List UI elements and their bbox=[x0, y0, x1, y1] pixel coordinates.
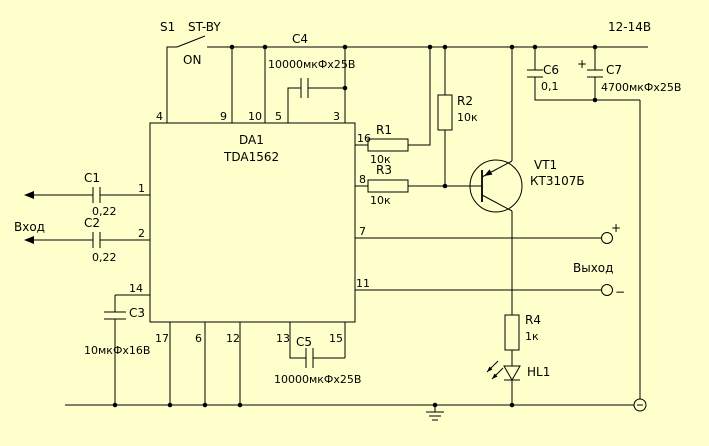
transistor-symbol bbox=[469, 159, 523, 213]
c3-ref: C3 bbox=[129, 306, 145, 320]
ic-body bbox=[149, 122, 356, 323]
wire-bottom-rail bbox=[65, 322, 634, 421]
r2-value: 10к bbox=[457, 111, 478, 124]
wire-output-lines bbox=[355, 237, 601, 291]
led-triangle bbox=[503, 365, 521, 382]
junction-dots bbox=[112, 44, 598, 408]
output-minus-terminal bbox=[601, 284, 613, 296]
ic-pin-numbers: 4 9 10 5 3 1 2 14 16 8 7 11 17 6 12 13 1… bbox=[129, 110, 371, 345]
supply-voltage-label: 12-14В bbox=[608, 20, 651, 34]
wire-top-rail bbox=[166, 35, 648, 123]
terminals bbox=[601, 232, 647, 412]
switch-position: ON bbox=[183, 53, 201, 67]
output-plus-sign: + bbox=[611, 221, 621, 235]
pin-5: 5 bbox=[275, 110, 282, 123]
transistor-circle bbox=[469, 159, 523, 213]
switch-label: ST-BY bbox=[188, 20, 221, 34]
c5-ref: C5 bbox=[296, 335, 312, 349]
pin-6: 6 bbox=[195, 332, 202, 345]
c5-value: 10000мкФх25В bbox=[274, 373, 361, 386]
ic-ref: DA1 bbox=[239, 133, 264, 147]
vt1-ref: VT1 bbox=[534, 158, 557, 172]
supply-minus-terminal bbox=[633, 398, 647, 412]
r1-ref: R1 bbox=[376, 123, 392, 137]
wire-led-branch bbox=[504, 350, 520, 405]
c7-ref: C7 bbox=[606, 63, 622, 77]
r1-value: 10к bbox=[370, 153, 391, 166]
resistor-r3-body bbox=[367, 179, 409, 193]
labels: S1 ST-BY ON 12-14В DA1 TDA1562 C4 10000м… bbox=[14, 20, 681, 386]
c6-value: 0,1 bbox=[541, 80, 559, 93]
input-arrows bbox=[24, 191, 34, 244]
led-arrowhead-icon bbox=[492, 373, 498, 379]
pin-13: 13 bbox=[276, 332, 290, 345]
wires bbox=[34, 35, 648, 421]
input-arrow-icon bbox=[24, 191, 34, 199]
resistor-r4-body bbox=[504, 314, 520, 351]
output-plus-terminal bbox=[601, 232, 613, 244]
pin-16: 16 bbox=[357, 132, 371, 145]
r3-value: 10к bbox=[370, 194, 391, 207]
wire-supply-caps bbox=[527, 47, 641, 399]
c1-value: 0,22 bbox=[92, 205, 117, 218]
pin-15: 15 bbox=[329, 332, 343, 345]
r4-ref: R4 bbox=[525, 313, 541, 327]
hl1-ref: HL1 bbox=[527, 365, 550, 379]
input-label: Вход bbox=[14, 220, 45, 234]
led-arrowhead-icon bbox=[487, 366, 493, 372]
pin-9: 9 bbox=[220, 110, 227, 123]
wire-transistor-leads bbox=[481, 47, 513, 315]
c2-value: 0,22 bbox=[92, 251, 117, 264]
led-symbol bbox=[486, 360, 521, 382]
c4-value: 10000мкФх25В bbox=[268, 58, 355, 71]
transistor-emitter-arrow-icon bbox=[484, 169, 493, 176]
pin-3: 3 bbox=[333, 110, 340, 123]
switch-ref: S1 bbox=[160, 20, 175, 34]
c6-ref: C6 bbox=[543, 63, 559, 77]
wire-resistor-network bbox=[355, 47, 482, 187]
output-label: Выход bbox=[573, 261, 613, 275]
c4-ref: C4 bbox=[292, 32, 308, 46]
r4-value: 1к bbox=[525, 330, 539, 343]
c1-ref: C1 bbox=[84, 171, 100, 185]
c7-value: 4700мкФх25В bbox=[601, 81, 681, 94]
pin-10: 10 bbox=[248, 110, 262, 123]
pin-17: 17 bbox=[155, 332, 169, 345]
pin-1: 1 bbox=[138, 182, 145, 195]
c3-value: 10мкФх16В bbox=[84, 344, 150, 357]
pin-11: 11 bbox=[356, 277, 370, 290]
resistor-r1-body bbox=[367, 138, 409, 152]
pin-12: 12 bbox=[226, 332, 240, 345]
r2-ref: R2 bbox=[457, 94, 473, 108]
pin-14: 14 bbox=[129, 282, 143, 295]
wire-input-left bbox=[34, 187, 150, 405]
pin-2: 2 bbox=[138, 227, 145, 240]
pin-7: 7 bbox=[359, 225, 366, 238]
pin-8: 8 bbox=[359, 173, 366, 186]
r3-ref: R3 bbox=[376, 163, 392, 177]
input-arrow-icon bbox=[24, 236, 34, 244]
output-minus-sign: − bbox=[615, 285, 625, 299]
pin-4: 4 bbox=[156, 110, 163, 123]
c7-polarity: + bbox=[577, 57, 587, 71]
resistor-r2-body bbox=[437, 94, 453, 131]
c2-ref: C2 bbox=[84, 216, 100, 230]
vt1-type: КТ3107Б bbox=[530, 174, 585, 188]
ic-type: TDA1562 bbox=[223, 150, 279, 164]
